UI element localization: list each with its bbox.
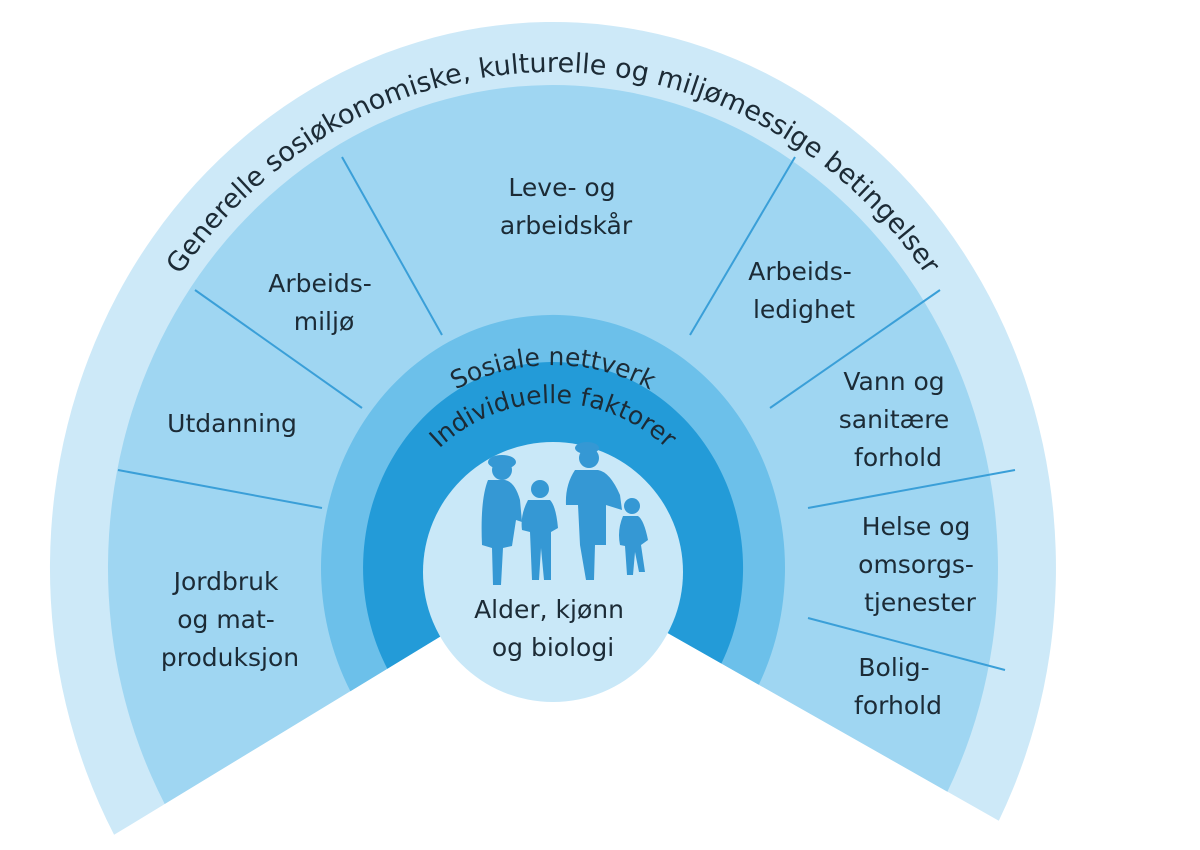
divider bbox=[769, 289, 941, 409]
segment-water-sanitation: Vann og sanitære forhold bbox=[839, 367, 958, 472]
divider bbox=[117, 469, 323, 509]
divider bbox=[807, 617, 1006, 671]
divider bbox=[341, 156, 443, 336]
segment-education: Utdanning bbox=[167, 409, 297, 438]
segment-work-environment: Arbeids- miljø bbox=[268, 269, 379, 336]
divider bbox=[807, 469, 1016, 509]
segment-dividers bbox=[117, 156, 1016, 671]
segment-housing: Bolig- forhold bbox=[854, 653, 942, 720]
segment-unemployment: Arbeids- ledighet bbox=[748, 257, 859, 324]
center-label: Alder, kjønn og biologi bbox=[474, 595, 632, 662]
segment-living-working-conditions: Leve- og arbeidskår bbox=[500, 173, 633, 240]
divider bbox=[689, 156, 796, 336]
divider bbox=[194, 289, 363, 409]
segment-agriculture: Jordbruk og mat- produksjon bbox=[161, 567, 299, 672]
segment-health-care-services: Helse og omsorgs- tjenester bbox=[858, 512, 982, 617]
family-silhouette-icon bbox=[481, 442, 648, 585]
